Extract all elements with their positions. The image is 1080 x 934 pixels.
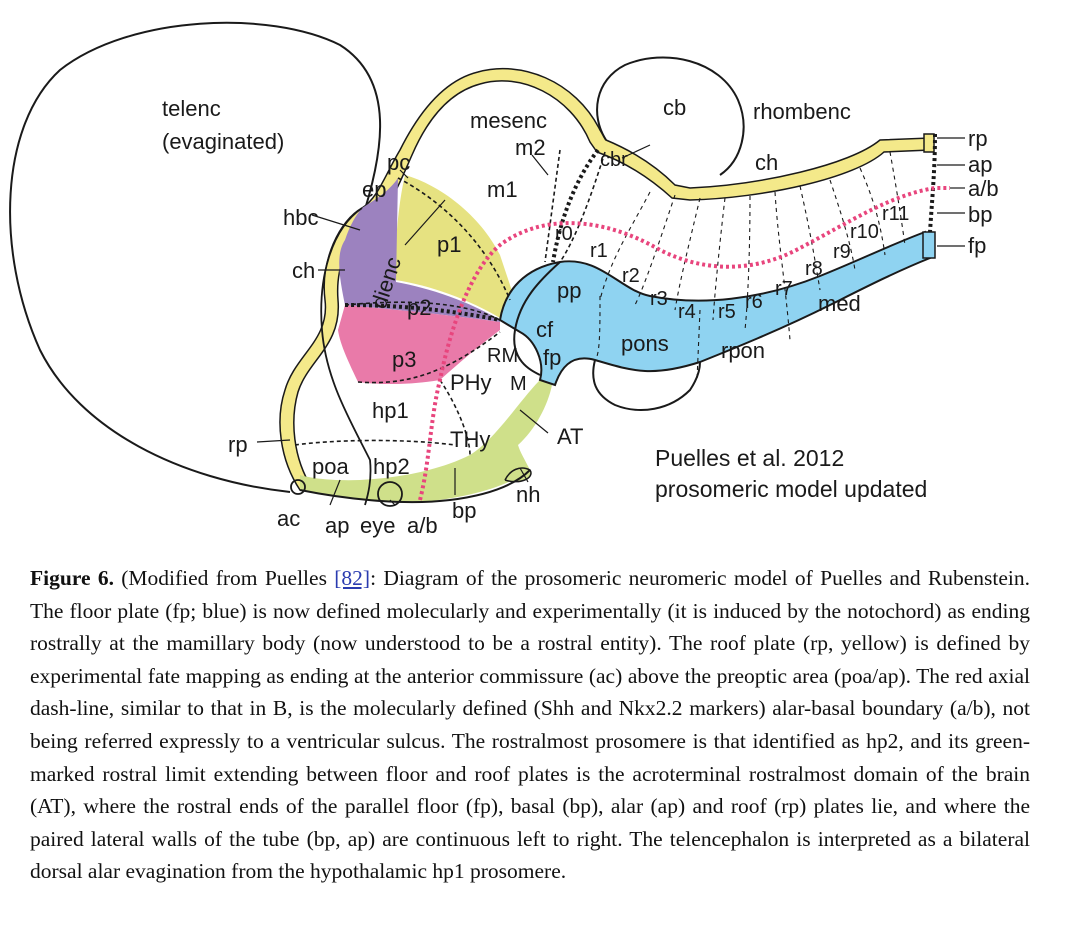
label-mesenc: mesenc: [470, 108, 547, 133]
label-r8: r8: [805, 258, 823, 280]
anterior-commissure-outline: [290, 479, 306, 495]
label-pc: pc: [387, 150, 410, 175]
caption-text-before-ref: (Modified from Puelles: [113, 566, 335, 590]
label-eye: eye: [360, 513, 395, 538]
label-p1: p1: [437, 232, 461, 257]
label-r10: r10: [850, 221, 879, 243]
label-m: M: [510, 373, 527, 395]
label-rhombenc: rhombenc: [753, 99, 851, 124]
diencephalon-inner-outline: [320, 207, 372, 506]
credit-line-1: Puelles et al. 2012: [655, 445, 844, 471]
label-r2: r2: [622, 265, 640, 287]
label-ch-left: ch: [292, 258, 315, 283]
label-med: med: [818, 291, 861, 316]
label-ac: ac: [277, 506, 300, 531]
caption-text-after-ref: : Diagram of the prosomeric neuromeric m…: [30, 566, 1031, 884]
eye-outline: [377, 481, 403, 507]
neuromere-boundaries: [294, 149, 606, 456]
label-hbc: hbc: [283, 205, 318, 230]
label-p3: p3: [392, 347, 416, 372]
figure-caption: Figure 6. (Modified from Puelles [82]: D…: [30, 562, 1030, 888]
caption-figure-label: Figure 6.: [30, 566, 114, 590]
label-r5: r5: [718, 301, 736, 323]
label-r4: r4: [678, 301, 696, 323]
label-fp-right: fp: [968, 233, 986, 258]
label-poa: poa: [312, 454, 349, 479]
label-m2: m2: [515, 135, 546, 160]
label-ap-bottom: ap: [325, 513, 349, 538]
pons-outline: [592, 359, 701, 411]
acroterminal-region: [300, 380, 552, 503]
label-nh: nh: [516, 482, 540, 507]
prosomeric-diagram: telenc (evaginated) mesenc cb rhombenc m…: [9, 21, 999, 538]
telencephalon-outline: [9, 21, 382, 493]
p1-region: [395, 175, 515, 318]
label-telenc-evaginated: (evaginated): [162, 129, 284, 154]
p2-region: [339, 178, 500, 322]
label-r9: r9: [833, 241, 851, 263]
label-hp2: hp2: [373, 454, 410, 479]
label-rpon: rpon: [721, 338, 765, 363]
rhombomere-boundaries: [594, 151, 906, 381]
label-at: AT: [557, 424, 583, 449]
label-cbr: cbr: [600, 149, 628, 171]
label-bp-right: bp: [968, 202, 992, 227]
label-ab-bottom: a/b: [407, 513, 438, 538]
label-ab-right: a/b: [968, 176, 999, 201]
brainstem-ventral-outline: [513, 261, 561, 376]
label-m1: m1: [487, 177, 518, 202]
floor-plate-band: [498, 230, 932, 387]
label-hp1: hp1: [372, 398, 409, 423]
label-pons: pons: [621, 331, 669, 356]
label-ch-top: ch: [755, 150, 778, 175]
caption-reference-link[interactable]: [82]: [334, 566, 371, 590]
major-boundaries: [344, 133, 937, 322]
label-thy: THy: [450, 427, 490, 452]
leader-lines: [256, 137, 965, 506]
hypothalamus-ventral-outline: [299, 469, 531, 504]
label-ap-right: ap: [968, 152, 992, 177]
label-telenc: telenc: [162, 96, 221, 121]
label-p2: p2: [407, 295, 431, 320]
cerebellum-outline: [596, 56, 745, 176]
label-r6: r6: [745, 291, 763, 313]
label-r3: r3: [650, 288, 668, 310]
label-rp-right: rp: [968, 126, 988, 151]
label-rm: RM: [487, 345, 518, 367]
label-ep: ep: [362, 177, 386, 202]
label-cf: cf: [536, 317, 554, 342]
label-phy: PHy: [450, 370, 492, 395]
roof-plate-cap: [923, 133, 935, 153]
label-r7: r7: [775, 278, 793, 300]
label-r1: r1: [590, 240, 608, 262]
label-bp-bottom: bp: [452, 498, 476, 523]
label-r0: r0: [555, 223, 573, 245]
label-fp-mid: fp: [543, 345, 561, 370]
p3-region: [338, 305, 500, 385]
credit-line-2: prosomeric model updated: [655, 476, 927, 502]
label-rp-left: rp: [228, 432, 248, 457]
label-cb: cb: [663, 95, 686, 120]
label-pp: pp: [557, 278, 581, 303]
floor-plate-cap: [922, 231, 936, 259]
label-r11: r11: [882, 203, 909, 225]
alar-basal-boundary: [418, 186, 950, 501]
